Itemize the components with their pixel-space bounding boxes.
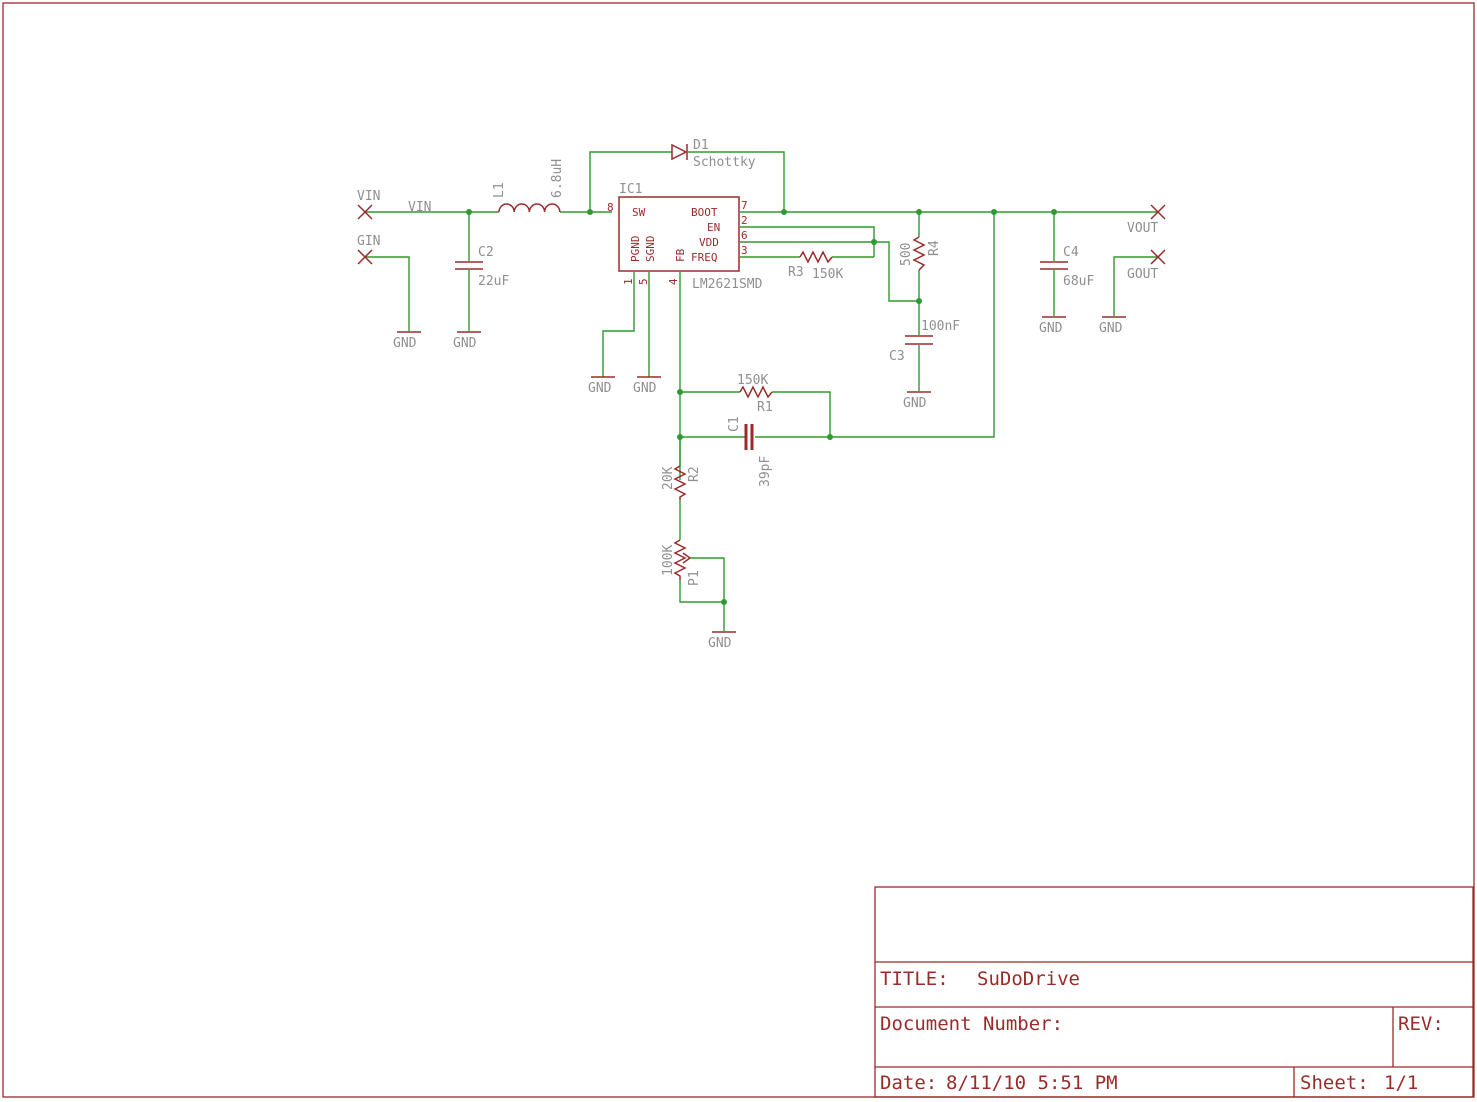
svg-text:PGND: PGND bbox=[629, 236, 642, 263]
capacitor-c2: C2 22uF bbox=[455, 245, 509, 289]
net-label-vin: VIN bbox=[408, 200, 431, 215]
svg-text:GND: GND bbox=[1039, 321, 1063, 336]
svg-text:FB: FB bbox=[674, 248, 687, 262]
title-label: TITLE: bbox=[880, 968, 949, 990]
svg-text:GND: GND bbox=[903, 396, 927, 411]
svg-text:3: 3 bbox=[741, 244, 748, 257]
svg-text:VOUT: VOUT bbox=[1127, 221, 1158, 236]
gnd-symbol-c2: GND bbox=[453, 331, 481, 351]
svg-text:FREQ: FREQ bbox=[691, 251, 718, 264]
document-number-label: Document Number: bbox=[880, 1013, 1063, 1035]
svg-text:C3: C3 bbox=[889, 349, 905, 364]
capacitor-c4: C4 68uF bbox=[1040, 245, 1094, 289]
gnd-symbol-sgnd: GND bbox=[633, 376, 661, 396]
inductor-l1: L1 6.8uH bbox=[492, 159, 565, 213]
port-gout: GOUT bbox=[1127, 249, 1166, 282]
port-vout: VOUT bbox=[1127, 204, 1166, 236]
svg-text:D1: D1 bbox=[693, 138, 709, 153]
svg-text:GND: GND bbox=[708, 636, 732, 651]
svg-text:22uF: 22uF bbox=[478, 274, 509, 289]
svg-text:VDD: VDD bbox=[699, 236, 719, 249]
gnd-symbol-p1: GND bbox=[708, 631, 736, 651]
svg-text:2: 2 bbox=[741, 214, 748, 227]
svg-text:GND: GND bbox=[393, 336, 417, 351]
port-gin: GIN bbox=[357, 234, 380, 265]
svg-text:8: 8 bbox=[607, 201, 614, 214]
svg-text:GOUT: GOUT bbox=[1127, 267, 1158, 282]
svg-text:R3: R3 bbox=[788, 265, 804, 280]
svg-text:Schottky: Schottky bbox=[693, 155, 756, 170]
sheet-label: Sheet: bbox=[1300, 1072, 1369, 1094]
resistor-r3: R3 150K bbox=[788, 250, 843, 282]
resistor-r4: 500 R4 bbox=[899, 236, 942, 271]
svg-text:GND: GND bbox=[453, 336, 477, 351]
gnd-symbol-c3: GND bbox=[903, 391, 931, 411]
rev-label: REV: bbox=[1398, 1013, 1444, 1035]
title-value: SuDoDrive bbox=[977, 968, 1080, 990]
svg-text:IC1: IC1 bbox=[619, 182, 642, 197]
date-label: Date: bbox=[880, 1072, 937, 1094]
svg-text:6.8uH: 6.8uH bbox=[550, 159, 565, 198]
svg-text:100nF: 100nF bbox=[921, 319, 960, 334]
gnd-symbol-gout: GND bbox=[1099, 316, 1126, 336]
svg-text:SW: SW bbox=[632, 206, 646, 219]
date-value: 8/11/10 5:51 PM bbox=[946, 1072, 1118, 1094]
svg-text:R4: R4 bbox=[927, 240, 942, 256]
svg-text:150K: 150K bbox=[737, 373, 768, 388]
svg-text:20K: 20K bbox=[661, 466, 676, 490]
svg-text:GND: GND bbox=[588, 381, 612, 396]
gnd-symbol-pgnd: GND bbox=[588, 376, 615, 396]
svg-text:4: 4 bbox=[667, 278, 680, 285]
sheet-value: 1/1 bbox=[1384, 1072, 1418, 1094]
gnd-symbol-gin: GND bbox=[393, 331, 421, 351]
svg-text:500: 500 bbox=[899, 243, 914, 266]
svg-text:150K: 150K bbox=[812, 267, 843, 282]
gnd-symbol-c4: GND bbox=[1039, 316, 1066, 336]
svg-text:VIN: VIN bbox=[357, 189, 380, 204]
svg-text:GIN: GIN bbox=[357, 234, 380, 249]
svg-text:GND: GND bbox=[633, 381, 657, 396]
wires bbox=[365, 151, 1158, 631]
svg-text:68uF: 68uF bbox=[1063, 274, 1094, 289]
svg-text:EN: EN bbox=[707, 221, 720, 234]
svg-text:39pF: 39pF bbox=[758, 456, 773, 487]
diode-d1: D1 Schottky bbox=[671, 138, 756, 170]
svg-text:BOOT: BOOT bbox=[691, 206, 718, 219]
svg-text:100K: 100K bbox=[661, 545, 676, 576]
svg-text:GND: GND bbox=[1099, 321, 1123, 336]
potentiometer-p1: 100K P1 bbox=[661, 539, 702, 586]
svg-text:SGND: SGND bbox=[644, 236, 657, 263]
svg-text:1: 1 bbox=[622, 278, 635, 285]
svg-text:R1: R1 bbox=[757, 400, 773, 415]
svg-text:C2: C2 bbox=[478, 245, 494, 260]
svg-text:L1: L1 bbox=[492, 182, 507, 198]
capacitor-c3: 100nF C3 bbox=[889, 319, 960, 364]
ic-lm2621: IC1 LM2621SMD SW BOOT EN VDD FREQ PGND S… bbox=[607, 182, 763, 292]
svg-text:6: 6 bbox=[741, 229, 748, 242]
svg-text:5: 5 bbox=[637, 278, 650, 285]
port-vin: VIN bbox=[357, 189, 380, 220]
svg-text:R2: R2 bbox=[687, 466, 702, 482]
svg-text:7: 7 bbox=[741, 199, 748, 212]
svg-text:C4: C4 bbox=[1063, 245, 1079, 260]
svg-text:P1: P1 bbox=[687, 570, 702, 586]
svg-text:LM2621SMD: LM2621SMD bbox=[692, 277, 763, 292]
title-block: TITLE: SuDoDrive Document Number: REV: D… bbox=[874, 886, 1474, 1098]
resistor-r1: 150K R1 bbox=[737, 373, 773, 415]
capacitor-c1: C1 39pF bbox=[727, 416, 773, 487]
svg-text:C1: C1 bbox=[727, 416, 742, 432]
resistor-r2: 20K R2 bbox=[661, 437, 702, 500]
